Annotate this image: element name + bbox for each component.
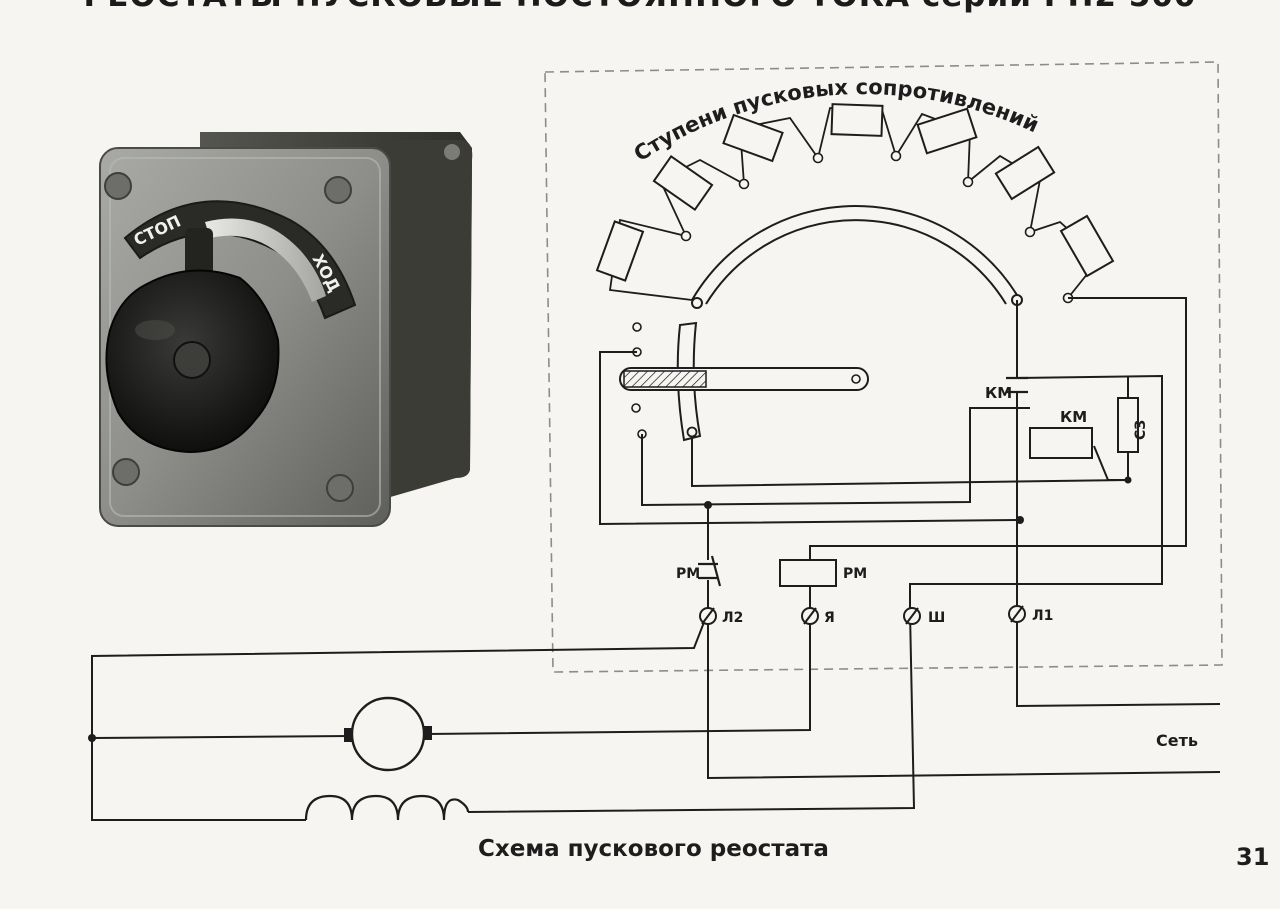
knob-pointer — [185, 228, 213, 278]
terminal-icons — [699, 605, 1026, 625]
rheostat-photo: СТОП ХОД — [99, 132, 473, 527]
step-contact-dots — [680, 150, 1074, 304]
rm-coil — [779, 559, 837, 587]
terminal-l1-label: Л1 — [1032, 608, 1053, 624]
enclosure-border — [544, 61, 1223, 673]
wiring — [91, 297, 1221, 821]
contact-lever — [619, 367, 869, 391]
terminal-sh-label: Ш — [928, 610, 945, 626]
page-title: РЕОСТАТЫ ПУСКОВЫЕ ПОСТОЯННОГО ТОКА серии… — [0, 0, 1280, 14]
page-number: 31 — [1236, 843, 1270, 871]
rm-contact-label: РМ — [676, 566, 700, 582]
screw-icon — [104, 144, 460, 502]
km-coil — [1029, 427, 1093, 459]
km-contact — [1006, 376, 1028, 394]
contact-arc — [691, 205, 1021, 305]
km-contact-label: КМ — [985, 384, 1012, 402]
field-winding-icon — [304, 794, 470, 821]
terminal-ya-label: Я — [824, 610, 835, 626]
rm-coil-label: РМ — [843, 566, 867, 582]
supply-label: Сеть — [1156, 731, 1198, 750]
km-coil-label: КМ — [1060, 408, 1087, 426]
resistor-steps — [595, 103, 1115, 301]
rm-contact — [698, 555, 722, 587]
sz-resistor — [1117, 397, 1139, 453]
motor-icon — [344, 696, 432, 772]
terminal-l2-label: Л2 — [722, 610, 743, 626]
sz-label: СЗ — [1133, 420, 1149, 440]
diagram-caption: Схема пускового реостата — [478, 836, 829, 862]
